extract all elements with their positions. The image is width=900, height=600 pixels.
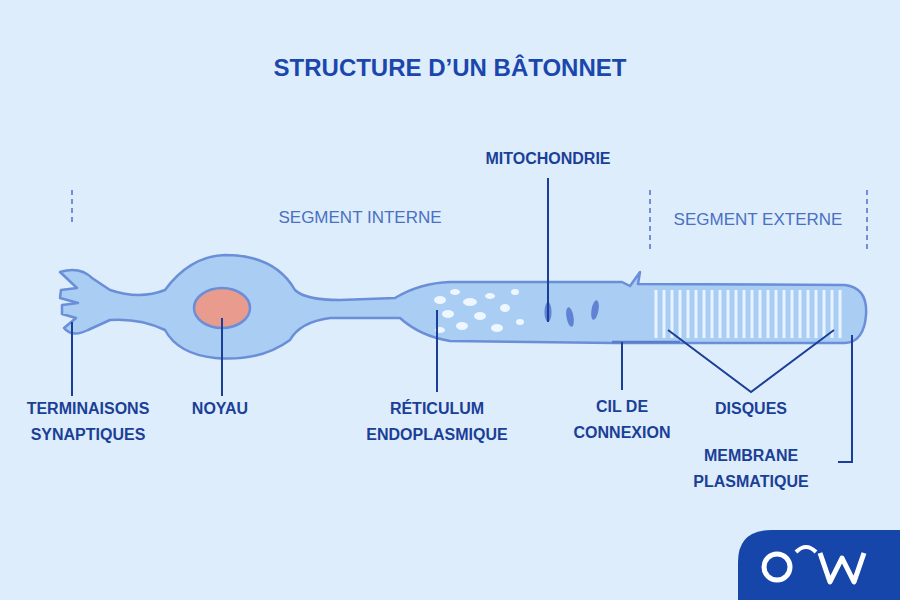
disk-line [735, 290, 738, 338]
logo [738, 530, 900, 600]
disks [656, 290, 840, 338]
part-label: DISQUES [681, 396, 821, 422]
part-label: MEMBRANE PLASMATIQUE [671, 443, 831, 495]
disk-line [815, 290, 818, 338]
cell-body [60, 255, 866, 359]
disk-line [719, 290, 722, 338]
diagram-title: STRUCTURE D’UN BÂTONNET [100, 55, 800, 81]
disk-line [775, 290, 778, 338]
endoplasmic-reticulum [434, 289, 524, 333]
disk-line [679, 290, 682, 338]
part-label: MITOCHONDRIE [448, 146, 648, 172]
disk-line [687, 290, 690, 338]
segment-label: SEGMENT INTERNE [240, 205, 480, 231]
disk-line [767, 290, 770, 338]
disk-line [751, 290, 754, 338]
disk-line [783, 290, 786, 338]
disk-line [655, 290, 658, 338]
disk-line [823, 290, 826, 338]
disk-line [703, 290, 706, 338]
part-label: NOYAU [160, 396, 280, 422]
part-label: CIL DE CONNEXION [566, 394, 678, 446]
mitochondria [545, 300, 601, 328]
disk-line [839, 290, 842, 338]
disk-line [663, 290, 666, 338]
disk-line [727, 290, 730, 338]
disk-line [743, 290, 746, 338]
part-label: RÉTICULUM ENDOPLASMIQUE [342, 396, 532, 448]
disk-line [671, 290, 674, 338]
segment-label: SEGMENT EXTERNE [638, 207, 878, 233]
disk-line [799, 290, 802, 338]
disk-line [711, 290, 714, 338]
disk-line [759, 290, 762, 338]
disk-line [791, 290, 794, 338]
disk-line [695, 290, 698, 338]
disk-line [807, 290, 810, 338]
part-label: TERMINAISONS SYNAPTIQUES [3, 396, 173, 448]
